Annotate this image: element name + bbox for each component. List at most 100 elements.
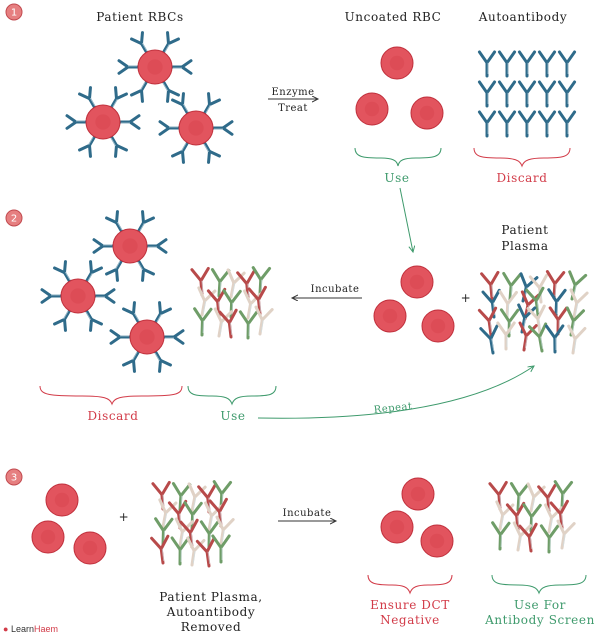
bound-antibody <box>136 258 155 282</box>
bound-antibody <box>202 92 221 116</box>
plasma-antibody <box>195 537 216 568</box>
plasma-antibody <box>556 519 576 550</box>
plasma-antibody <box>495 500 515 531</box>
antibody-group <box>150 50 589 568</box>
bound-antibody <box>171 92 190 116</box>
plasma-antibody <box>518 321 538 352</box>
plasma-antibody <box>254 305 274 336</box>
bound-antibody <box>40 288 64 304</box>
free-autoantibody <box>537 80 557 108</box>
use-brace-2 <box>187 385 277 406</box>
bound-antibody <box>161 329 185 345</box>
autoantibody-label: Autoantibody <box>478 10 568 24</box>
plasma-antibody <box>218 308 238 339</box>
bound-antibody <box>65 114 89 130</box>
bound-antibody <box>144 238 168 254</box>
coated-rbc-group <box>40 31 234 373</box>
plasma-antibody <box>151 480 171 511</box>
bound-antibody <box>117 59 141 75</box>
plasma-antibody <box>502 271 522 302</box>
step-2-badge: 2 <box>5 209 23 227</box>
plasma-antibody <box>243 289 263 320</box>
rbc <box>137 49 173 85</box>
enzyme-label: Enzyme <box>271 87 314 98</box>
bound-antibody <box>109 86 128 110</box>
bound-antibody <box>161 79 180 103</box>
step-3-badge: 3 <box>5 468 23 486</box>
bound-antibody <box>158 120 182 136</box>
plasma-antibody <box>174 517 194 548</box>
step-1-number: 1 <box>11 8 17 19</box>
bound-antibody <box>92 238 116 254</box>
plasma-antibody <box>509 482 530 512</box>
repeat-arrow <box>257 366 534 419</box>
plasma-removed-line3: Removed <box>181 620 242 634</box>
uncoated-rbc <box>355 92 389 126</box>
uncoated-rbc <box>420 524 454 558</box>
rbc <box>178 110 214 146</box>
ensure-dct-line2: Negative <box>380 613 440 627</box>
bound-antibody <box>78 86 97 110</box>
use-for-screen-line2: Antibody Screen <box>484 613 595 627</box>
bound-antibody <box>53 260 72 284</box>
plasma-antibody <box>197 286 217 317</box>
plasma-antibody <box>553 480 574 510</box>
ensure-dct-line1: Ensure DCT <box>370 598 450 612</box>
bound-antibody <box>92 288 116 304</box>
plasma-antibody <box>517 303 537 334</box>
free-autoantibody <box>497 80 517 108</box>
free-autoantibody <box>557 110 577 138</box>
plasma-antibody <box>544 503 564 534</box>
plasma-antibody <box>251 266 272 296</box>
uncoated-rbc <box>421 309 455 343</box>
uncoated-rbc-label: Uncoated RBC <box>345 10 442 24</box>
plasma-antibody <box>496 321 516 351</box>
uncoated-rbc <box>401 477 435 511</box>
plasma-antibody <box>512 521 532 552</box>
plasma-antibody <box>222 289 242 319</box>
step-1-badge: 1 <box>5 3 23 21</box>
plasma-antibody <box>215 515 235 546</box>
plasma-antibody <box>186 536 206 567</box>
free-autoantibody <box>497 50 517 78</box>
free-autoantibody <box>477 110 497 138</box>
discard-label-1: Discard <box>496 171 547 185</box>
incubate-label-2: Incubate <box>311 284 360 295</box>
treat-label: Treat <box>278 103 308 114</box>
plasma-antibody <box>544 324 565 354</box>
uncoated-rbc <box>410 96 444 130</box>
free-autoantibody <box>557 80 577 108</box>
coated-rbc <box>40 260 116 332</box>
free-autoantibody <box>497 110 517 138</box>
bound-antibody <box>109 329 133 345</box>
plasma-antibody <box>213 307 233 338</box>
bound-antibody <box>78 134 97 158</box>
rbc <box>60 278 96 314</box>
free-autoantibody <box>477 50 497 78</box>
plasma-antibody <box>204 501 224 532</box>
discard-brace-2 <box>39 385 183 406</box>
patient-plasma-label-line2: Plasma <box>501 239 548 253</box>
plasma-antibody <box>211 534 231 564</box>
ensure-brace-3 <box>367 574 453 595</box>
bound-antibody <box>171 140 190 164</box>
bound-antibody <box>161 31 180 55</box>
logo-suffix: Haem <box>33 624 58 634</box>
patient-plasma-label-line1: Patient <box>501 223 548 237</box>
bound-antibody <box>202 140 221 164</box>
use-label-1: Use <box>384 171 409 185</box>
plasma-antibody <box>171 482 192 512</box>
plasma-removed-line1: Patient Plasma, <box>159 590 262 604</box>
plasma-antibody <box>547 288 567 318</box>
logo-prefix: Learn <box>10 624 34 634</box>
bound-antibody <box>136 210 155 234</box>
rbc <box>85 104 121 140</box>
free-autoantibody <box>517 80 537 108</box>
plasma-antibody <box>150 534 170 565</box>
plasma-antibody <box>526 482 546 513</box>
free-autoantibody <box>557 50 577 78</box>
bound-antibody <box>210 120 234 136</box>
coated-rbc <box>92 210 168 282</box>
rbc <box>112 228 148 264</box>
